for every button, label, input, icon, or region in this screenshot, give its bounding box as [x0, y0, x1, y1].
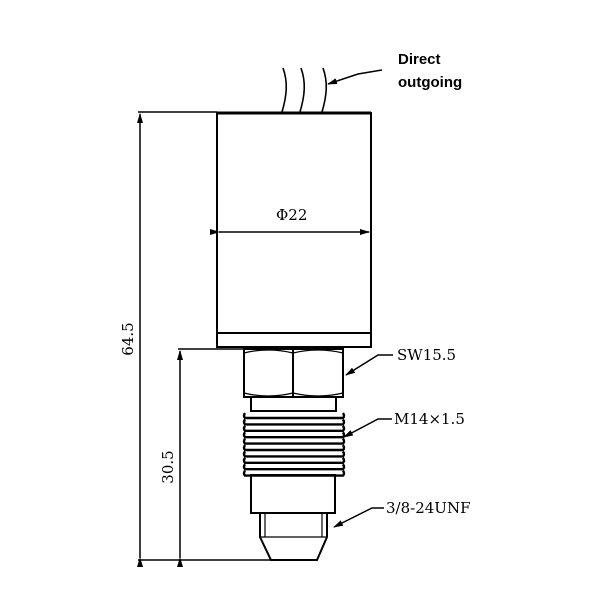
thread-crest	[242, 412, 346, 420]
thread-crest	[242, 463, 346, 471]
tip-leader	[333, 507, 384, 528]
diameter-label: Φ22	[276, 206, 308, 224]
overall-length-label: 64.5	[119, 322, 137, 356]
thread-crest	[242, 418, 346, 426]
tip-label: 3/8-24UNF	[386, 499, 471, 517]
thread-leader	[343, 418, 392, 438]
thread	[242, 412, 346, 477]
wire-leader	[327, 69, 383, 85]
thread-crest	[242, 437, 346, 445]
hex-leader	[345, 354, 393, 376]
fitting-length-dimension	[177, 348, 244, 567]
wires	[281, 67, 328, 113]
wire-label-line1: Direct	[398, 51, 441, 68]
hex-label: SW15.5	[397, 346, 457, 364]
fitting-length-label: 30.5	[159, 450, 177, 484]
sensor-body	[216, 111, 372, 348]
thread-crest	[242, 450, 346, 458]
overall-length-dimension	[137, 111, 272, 567]
wire-label: Direct outgoing	[398, 48, 462, 94]
tip	[259, 513, 328, 561]
wire-label-line2: outgoing	[398, 74, 463, 91]
thread-crest	[242, 444, 346, 452]
shank	[250, 474, 336, 514]
thread-label: M14×1.5	[394, 410, 465, 428]
neck	[250, 396, 337, 412]
hex-nut	[243, 348, 344, 398]
thread-crest	[242, 425, 346, 432]
thread-crest	[242, 457, 346, 464]
thread-crest	[242, 431, 346, 439]
